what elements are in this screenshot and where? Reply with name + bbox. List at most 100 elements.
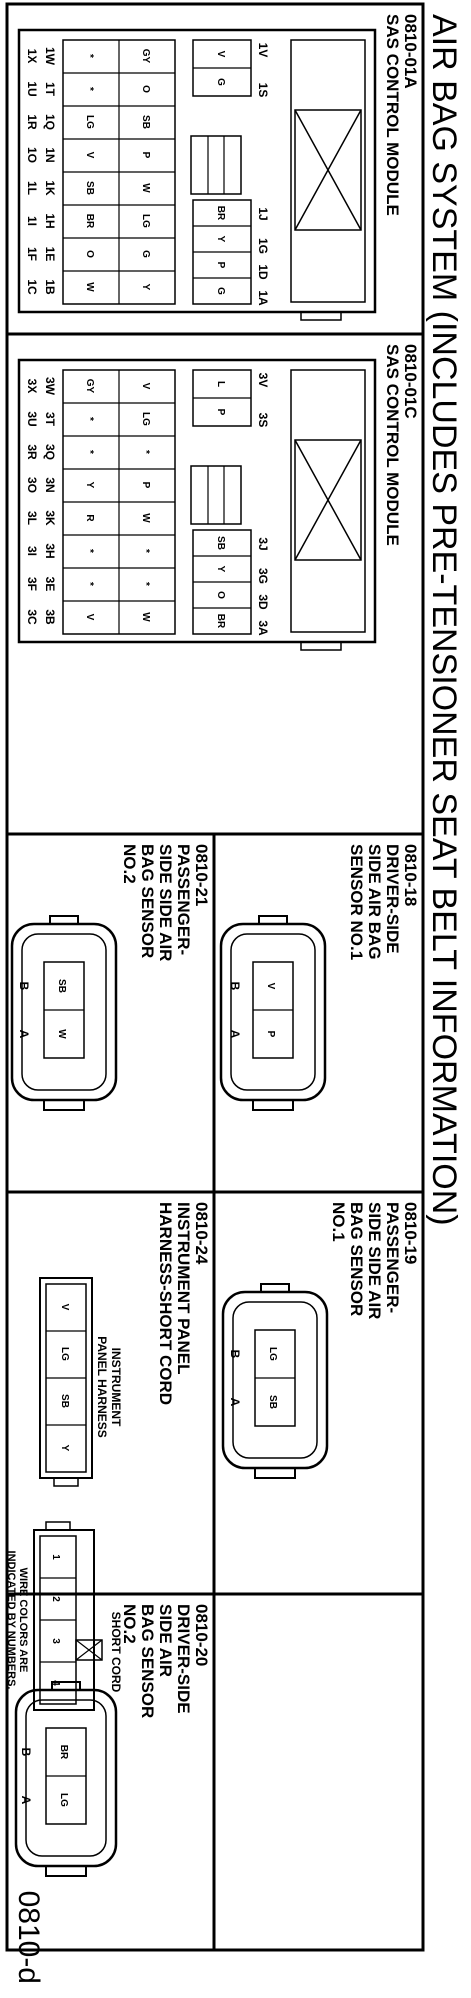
connector-desc-line: NO.2 bbox=[120, 1604, 139, 1644]
pin-label: 3O bbox=[25, 477, 39, 493]
cavity-color: SB bbox=[59, 1394, 70, 1408]
cavity-number: 4 bbox=[50, 1680, 61, 1686]
cavity-color: LG bbox=[84, 115, 95, 129]
connector-desc-line: SIDE SIDE AIR bbox=[156, 844, 175, 961]
page-number: 0810-d bbox=[12, 1891, 45, 1984]
pin-label: 3X bbox=[25, 379, 39, 394]
pin-label: 3V bbox=[256, 373, 270, 388]
cavity-color: V bbox=[140, 383, 151, 390]
cavity-color: * bbox=[140, 582, 151, 586]
cavity-color: W bbox=[140, 183, 151, 193]
pin-label: 1G bbox=[256, 238, 270, 254]
note-line: WIRE COLORS ARE bbox=[17, 1568, 29, 1673]
cavity-color: * bbox=[84, 87, 95, 91]
cavity-color: GY bbox=[140, 49, 151, 64]
pin-label: 1F bbox=[25, 247, 39, 261]
cavity-color: GY bbox=[84, 379, 95, 394]
diagram-title: AIR BAG SYSTEM (INCLUDES PRE-TENSIONER S… bbox=[425, 14, 463, 1226]
pin-label: 3D bbox=[256, 594, 270, 610]
pin-label: 1K bbox=[43, 180, 57, 196]
pin-label: 3W bbox=[43, 377, 57, 396]
pin-label: B bbox=[228, 1350, 242, 1359]
connector-desc-line: INSTRUMENT PANEL bbox=[174, 1202, 193, 1375]
connector-0810-20: 0810-20 DRIVER-SIDE SIDE AIR BAG SENSOR … bbox=[14, 1604, 211, 1877]
pin-label: 1D bbox=[256, 264, 270, 280]
pin-label: 1T bbox=[43, 82, 57, 97]
pin-label: B bbox=[228, 982, 242, 991]
pin-label: 3K bbox=[43, 510, 57, 526]
two-pin-connector: V P B A bbox=[219, 915, 327, 1111]
pin-label: 3B bbox=[43, 609, 57, 625]
frame bbox=[5, 2, 425, 1952]
cavity-grid: V G BR Y P G GY O SB P W LG G bbox=[62, 39, 252, 305]
cavity-color: V bbox=[265, 983, 276, 990]
connector-id: 0810-21 bbox=[192, 844, 211, 906]
connector-0810-01c: 0810-01C SAS CONTROL MODULE 3V 3S 3J 3G … bbox=[17, 344, 420, 651]
pin-label: 1S bbox=[256, 83, 270, 98]
cavity-color: O bbox=[140, 85, 151, 93]
pin-label: 3A bbox=[256, 620, 270, 636]
cavity-color: SB bbox=[84, 181, 95, 195]
connector-name: SAS CONTROL MODULE bbox=[383, 14, 402, 216]
pin-label: 1C bbox=[25, 279, 39, 295]
connector-desc-line: HARNESS-SHORT CORD bbox=[156, 1202, 175, 1405]
cavity-color: O bbox=[84, 250, 95, 258]
pin-labels: 3V 3S 3J 3G 3D 3A bbox=[256, 373, 270, 636]
cavity-color: V bbox=[84, 614, 95, 621]
cavity-color: SB bbox=[56, 979, 67, 993]
cavity-color: V bbox=[84, 152, 95, 159]
connector-desc-line: SIDE AIR BAG bbox=[365, 844, 384, 960]
cavity-color: BR bbox=[215, 206, 226, 221]
cavity-color: W bbox=[140, 612, 151, 622]
pin-label: 1I bbox=[25, 216, 39, 226]
pin-label: 3S bbox=[256, 413, 270, 428]
pin-label: 1J bbox=[256, 207, 270, 220]
cavity-color: G bbox=[215, 78, 226, 86]
cavity-color: * bbox=[84, 417, 95, 421]
connector-0810-18: 0810-18 DRIVER-SIDE SIDE AIR BAG SENSOR … bbox=[219, 844, 420, 1111]
connector-0810-01a: 0810-01A SAS CONTROL MODULE 1V 1S 1J 1G … bbox=[17, 14, 420, 321]
pin-label: 1R bbox=[25, 114, 39, 130]
cavity-color: * bbox=[84, 582, 95, 586]
connector-id: 0810-19 bbox=[401, 1202, 420, 1264]
connector-desc-line: BAG SENSOR bbox=[138, 1604, 157, 1718]
connector-desc-line: BAG SENSOR bbox=[347, 1202, 366, 1316]
cavity-color: BR bbox=[84, 214, 95, 229]
cavity-color: R bbox=[84, 514, 95, 522]
cavity-color: * bbox=[84, 54, 95, 58]
cavity-color: * bbox=[140, 549, 151, 553]
two-pin-connector: BR LG B A bbox=[14, 1681, 118, 1877]
harness-label-line: PANEL HARNESS bbox=[95, 1336, 109, 1438]
pin-label: 1Q bbox=[43, 114, 57, 130]
cavity-color: L bbox=[215, 381, 226, 387]
connector-desc-line: DRIVER-SIDE bbox=[174, 1604, 193, 1714]
connector-id: 0810-01A bbox=[401, 14, 420, 89]
instrument-panel-harness: INSTRUMENT PANEL HARNESS V LG SB Y bbox=[39, 1277, 123, 1487]
cavity-color: Y bbox=[59, 1445, 70, 1452]
cavity-number: 2 bbox=[50, 1596, 61, 1602]
connector-id: 0810-01C bbox=[401, 344, 420, 419]
pin-labels: 1V 1S 1J 1G 1D 1A bbox=[256, 43, 270, 306]
cavity-color: SB bbox=[267, 1395, 278, 1409]
cavity-color: P bbox=[265, 1031, 276, 1038]
pin-label: 1A bbox=[256, 290, 270, 306]
cavity-number: 3 bbox=[50, 1638, 61, 1644]
cavity-color: Y bbox=[140, 284, 151, 291]
short-cord-label: SHORT CORD bbox=[109, 1612, 123, 1693]
pin-label: A bbox=[17, 1030, 31, 1039]
cavity-color: W bbox=[84, 282, 95, 292]
cavity-color: * bbox=[84, 549, 95, 553]
cavity-color: G bbox=[140, 250, 151, 258]
pin-label: 3L bbox=[25, 511, 39, 525]
cavity-color: V bbox=[59, 1304, 70, 1311]
connector-0810-19: 0810-19 PASSENGER- SIDE SIDE AIR BAG SEN… bbox=[221, 1202, 420, 1479]
cavity-color: SB bbox=[140, 115, 151, 129]
cavity-color: BR bbox=[215, 614, 226, 629]
pin-label: 3I bbox=[25, 546, 39, 556]
pin-label: A bbox=[228, 1398, 242, 1407]
pin-label: 1O bbox=[25, 147, 39, 163]
pin-label: 3N bbox=[43, 477, 57, 492]
pin-label: B bbox=[17, 982, 31, 991]
pin-labels-bottom: 1W 1T 1Q 1N 1K 1H 1E 1B 1X 1U 1R 1O 1L 1… bbox=[25, 47, 57, 295]
connector-desc-line: SENSOR NO.1 bbox=[347, 844, 366, 960]
